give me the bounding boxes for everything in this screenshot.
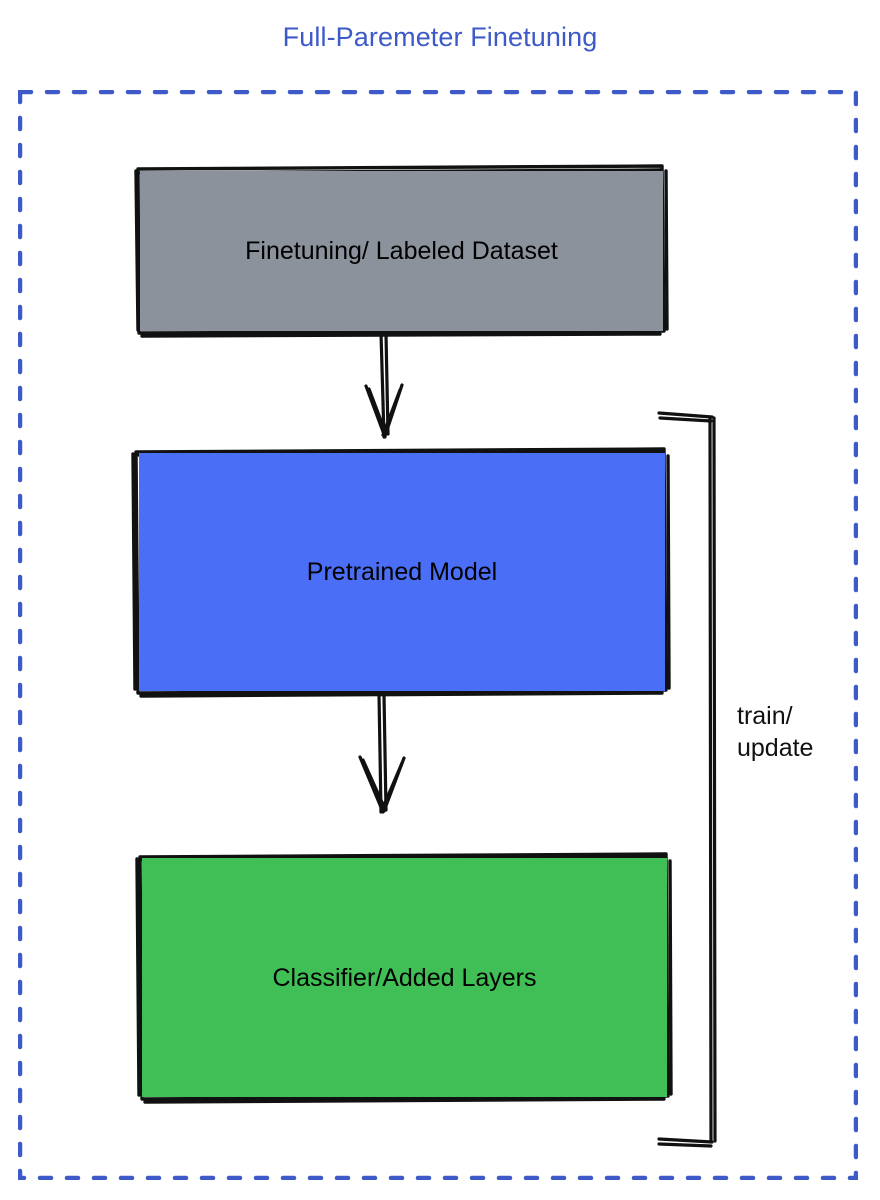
node-pretrained-model[interactable]: Pretrained Model	[139, 453, 665, 691]
arrow-pretrained-to-classifier	[358, 692, 406, 814]
node-dataset-label: Finetuning/ Labeled Dataset	[245, 237, 558, 265]
arrow-dataset-to-pretrained	[364, 331, 404, 439]
page-title: Full-Paremeter Finetuning	[282, 22, 598, 52]
node-classifier-label: Classifier/Added Layers	[272, 963, 537, 992]
feedback-bracket-path	[657, 411, 717, 1148]
node-classifier[interactable]: Classifier/Added Layers	[142, 858, 667, 1097]
node-dataset[interactable]: Finetuning/ Labeled Dataset	[140, 171, 663, 331]
edge-label-train-update: train/ update	[737, 702, 814, 762]
node-pretrained-model-label: Pretrained Model	[306, 558, 498, 586]
